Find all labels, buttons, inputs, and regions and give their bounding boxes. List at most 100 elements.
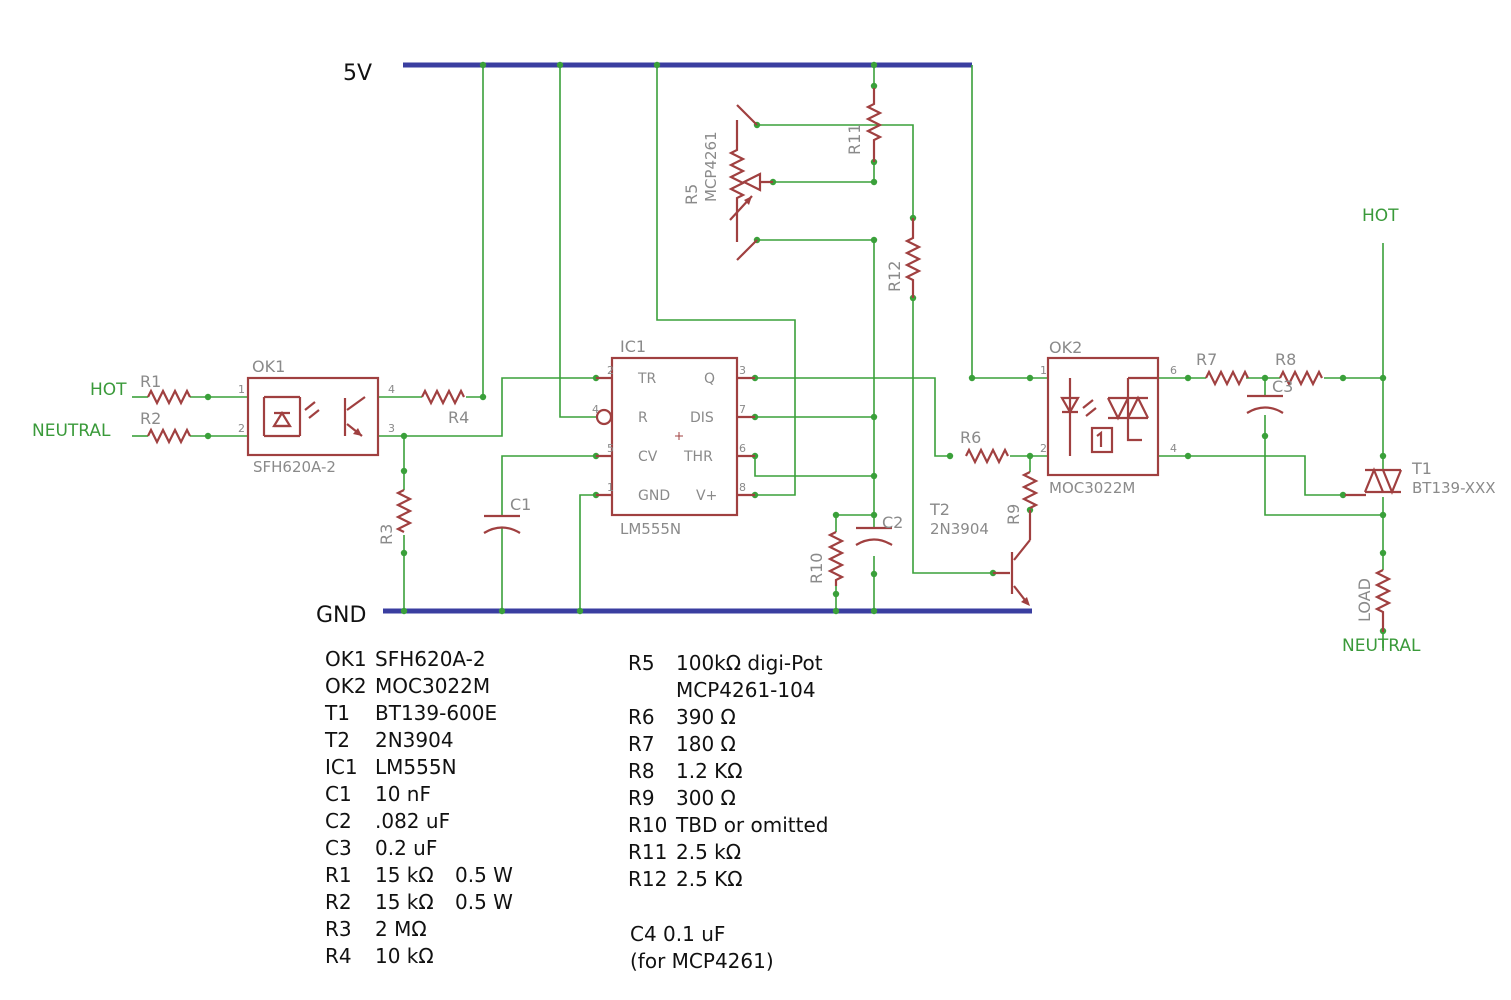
svg-text:6: 6 xyxy=(1170,364,1177,377)
bom-ref: R1 xyxy=(325,863,352,887)
bom-row: MCP4261-104 xyxy=(628,677,828,704)
bom-ref: IC1 xyxy=(325,755,358,779)
svg-text:TR: TR xyxy=(637,371,657,387)
resistor-load: LOAD xyxy=(1355,569,1392,632)
r5-name: R5 xyxy=(682,184,701,205)
bom-ref: R5 xyxy=(628,651,655,675)
bom-row: C2.082 uF xyxy=(325,808,513,835)
bom-row: R5 100kΩ digi-Pot xyxy=(628,650,828,677)
net-label-hot-output: HOT xyxy=(1362,206,1399,226)
bom-ref: OK1 xyxy=(325,647,367,671)
bom-value: 0.2 uF xyxy=(375,836,438,860)
r12-name: R12 xyxy=(885,261,904,292)
transistor-t2: T2 2N3904 xyxy=(929,500,1031,606)
r10-name: R10 xyxy=(807,553,826,584)
bom-ref: R9 xyxy=(628,786,655,810)
bom-row: T2 2N3904 xyxy=(325,727,513,754)
t2-name: T2 xyxy=(929,500,950,519)
bom-row: C3 0.2 uF xyxy=(325,835,513,862)
bom-value: 100kΩ digi-Pot xyxy=(676,651,823,675)
optocoupler-ok1: OK1 SFH620A-2 1 2 3 4 xyxy=(238,357,395,476)
svg-text:Q: Q xyxy=(704,371,715,387)
bom-ref: C3 xyxy=(325,836,352,860)
bom-row: R7 180 Ω xyxy=(628,731,828,758)
vcc-label: 5V xyxy=(343,61,372,86)
bom-value: LM555N xyxy=(375,755,457,779)
bom-row: IC1 LM555N xyxy=(325,754,513,781)
r2-name: R2 xyxy=(140,409,161,428)
resistor-r9: R9 xyxy=(1004,471,1039,540)
digipot-r5: R5 MCP4261 xyxy=(682,104,773,261)
net-label-neutral-output: NEUTRAL xyxy=(1342,636,1421,656)
t1-name: T1 xyxy=(1411,459,1432,478)
bom-value: SFH620A-2 xyxy=(375,647,486,671)
ok1-value: SFH620A-2 xyxy=(253,458,336,476)
bom-ref xyxy=(628,677,676,704)
bom-value: 180 Ω xyxy=(676,732,736,756)
bom-value: .082 uF xyxy=(375,809,451,833)
c1-name: C1 xyxy=(510,495,531,514)
bom-value: 2N3904 xyxy=(375,728,454,752)
svg-text:CV: CV xyxy=(638,449,658,465)
bom-value: 1.2 KΩ xyxy=(676,759,743,783)
capacitor-c3: C3 xyxy=(1246,377,1293,414)
svg-text:2: 2 xyxy=(1040,442,1047,455)
ic1-value: LM555N xyxy=(620,520,681,538)
bom-value: 10 nF xyxy=(375,782,431,806)
svg-text:6: 6 xyxy=(739,442,746,455)
bom-notes: C4 0.1 uF(for MCP4261) xyxy=(630,921,774,975)
bom-ref: R7 xyxy=(628,732,655,756)
bom-ref: R12 xyxy=(628,867,668,891)
ok2-name: OK2 xyxy=(1049,338,1082,357)
r5-value: MCP4261 xyxy=(702,131,720,202)
ic1-lm555: IC1 LM555N TR R CV GND Q DIS THR V+ 2 4 … xyxy=(592,337,755,538)
bom-ref: OK2 xyxy=(325,674,367,698)
bom-note-line: (for MCP4261) xyxy=(630,949,774,973)
optocoupler-ok2: OK2 MOC3022M 1 2 4 6 xyxy=(1040,338,1177,497)
bom-value: 15 kΩ xyxy=(375,890,434,914)
bom-value: MCP4261-104 xyxy=(676,678,816,702)
bom-row: OK1 SFH620A-2 xyxy=(325,646,513,673)
svg-text:THR: THR xyxy=(683,449,713,465)
resistor-r2: R2 xyxy=(140,409,191,445)
resistor-r10: R10 xyxy=(807,531,845,586)
net-label-neutral-input: NEUTRAL xyxy=(32,421,111,441)
bom-ref: R3 xyxy=(325,917,352,941)
svg-text:1: 1 xyxy=(238,383,245,396)
svg-text:2: 2 xyxy=(238,422,245,435)
bom-ref: R2 xyxy=(325,890,352,914)
bom-note: 0.5 W xyxy=(455,863,513,887)
bom-value: BT139-600E xyxy=(375,701,498,725)
bom-ref: R11 xyxy=(628,840,668,864)
bom-ref: R10 xyxy=(628,813,668,837)
resistor-r12: R12 xyxy=(885,218,922,298)
bom-ref: T1 xyxy=(325,701,350,725)
resistor-r7: R7 xyxy=(1196,350,1249,387)
bom-ref: T2 xyxy=(325,728,350,752)
svg-text:DIS: DIS xyxy=(690,410,714,426)
c2-name: C2 xyxy=(882,513,903,532)
gnd-label: GND xyxy=(316,603,366,628)
resistor-r1: R1 xyxy=(140,372,191,406)
net-labels: HOT NEUTRAL HOT NEUTRAL xyxy=(32,206,1421,656)
net-label-hot-input: HOT xyxy=(90,380,127,400)
capacitor-c2: C2 xyxy=(855,513,903,546)
svg-text:R: R xyxy=(638,410,648,426)
bom-value: MOC3022M xyxy=(375,674,491,698)
bom-ref: C1 xyxy=(325,782,352,806)
bom-value: 2 MΩ xyxy=(375,917,427,941)
r11-name: R11 xyxy=(845,124,864,155)
bom-ref: R6 xyxy=(628,705,655,729)
r6-name: R6 xyxy=(960,428,981,447)
svg-text:2: 2 xyxy=(607,364,614,377)
svg-text:1: 1 xyxy=(607,481,614,494)
